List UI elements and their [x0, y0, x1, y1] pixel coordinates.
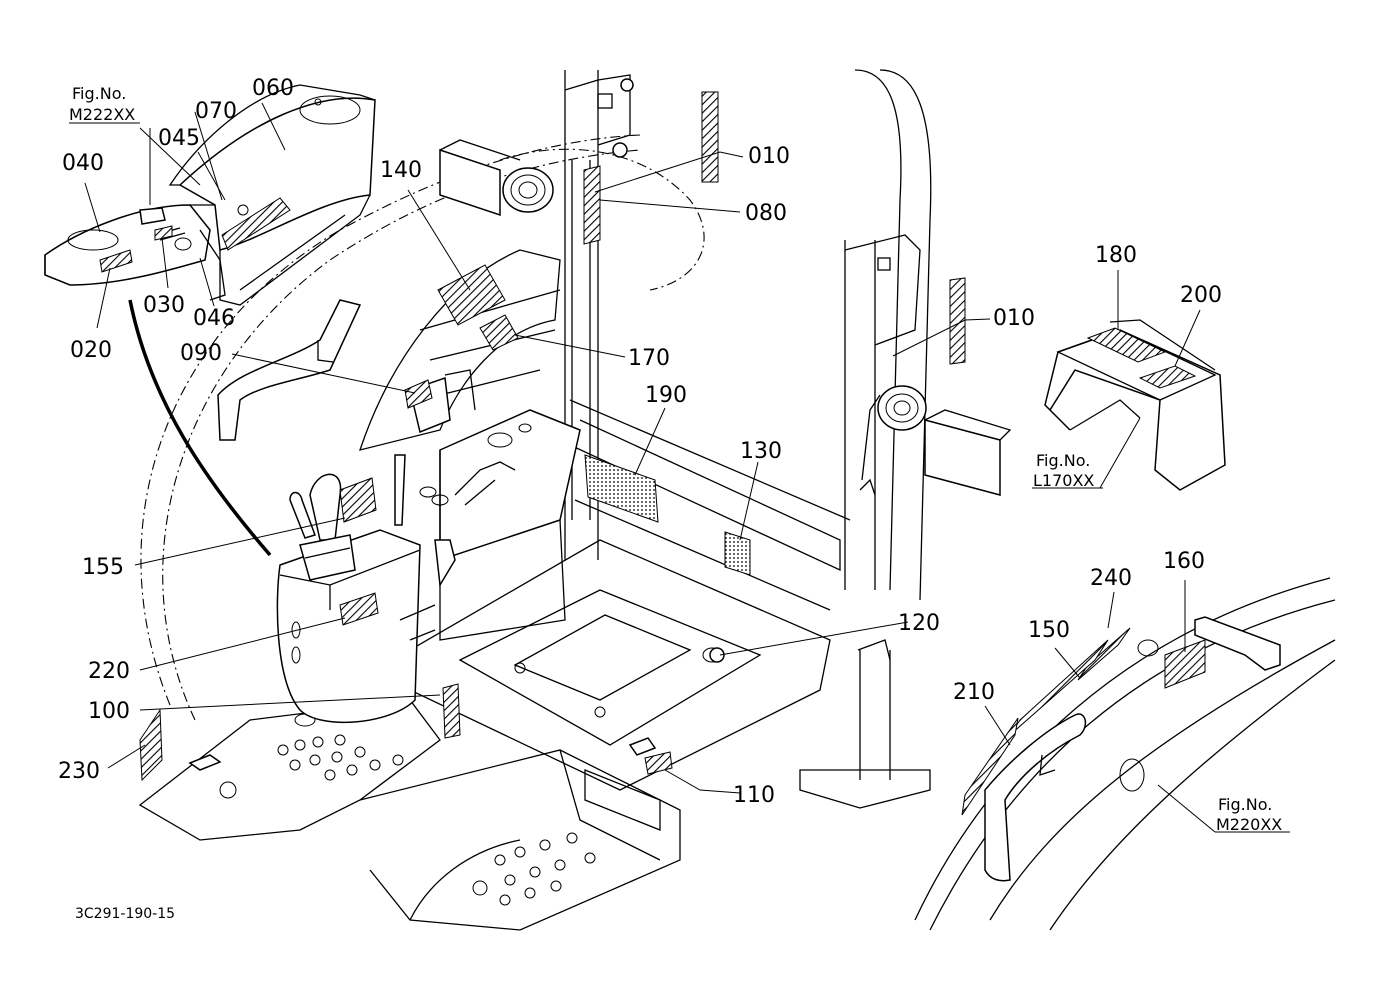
decal-240: [1077, 627, 1131, 681]
callout-046: 046: [193, 306, 235, 331]
decal-230: [139, 708, 163, 782]
decal-030: [154, 225, 173, 241]
decal-130: [724, 531, 751, 576]
leader-lines: [69, 102, 1290, 833]
left-console-joystick: [276, 454, 456, 724]
decal-010-a: [701, 91, 719, 183]
callout-130: 130: [740, 439, 782, 464]
floor-chassis: [138, 399, 851, 931]
figure-ref-l170: Fig.No. L170XX: [1033, 451, 1094, 490]
callout-070: 070: [195, 99, 237, 124]
decal-070: [221, 197, 291, 251]
fittings: [188, 394, 881, 771]
decal-140: [437, 264, 506, 326]
drawing-code: 3C291-190-15: [75, 906, 175, 922]
callout-labels: 060 070 045 040 020 030 046 010 080 010 …: [58, 76, 1222, 808]
grab-handle-left: [217, 299, 362, 441]
figure-ref-heading: Fig.No.: [72, 84, 126, 103]
callout-045: 045: [158, 126, 200, 151]
figure-ref-number: M222XX: [69, 105, 135, 124]
decal-155: [339, 477, 377, 523]
horn-left: [439, 139, 554, 217]
callout-240: 240: [1090, 566, 1132, 591]
decals: [99, 91, 966, 782]
figure-ref-heading: Fig.No.: [1036, 451, 1090, 470]
decal-080: [583, 165, 601, 245]
figure-ref-m220: Fig.No. M220XX: [1216, 795, 1282, 834]
callout-100: 100: [88, 699, 130, 724]
callout-210: 210: [953, 680, 995, 705]
right-console: [419, 409, 581, 641]
callout-010-a: 010: [748, 144, 790, 169]
callout-230: 230: [58, 759, 100, 784]
callout-155: 155: [82, 555, 124, 580]
callout-150: 150: [1028, 618, 1070, 643]
decal-190: [584, 454, 659, 523]
callout-180: 180: [1095, 243, 1137, 268]
detail-l170: [1044, 319, 1226, 491]
callout-200: 200: [1180, 283, 1222, 308]
callout-080: 080: [745, 201, 787, 226]
callout-110: 110: [733, 783, 775, 808]
cable-line: [128, 299, 272, 557]
rops-right-pillar: [799, 69, 932, 809]
callout-190: 190: [645, 383, 687, 408]
figure-ref-number: M220XX: [1216, 815, 1282, 834]
figure-ref-m222: Fig.No. M222XX: [69, 84, 135, 124]
decal-100: [442, 683, 461, 739]
decal-160: [1164, 639, 1206, 689]
decal-180: [1086, 327, 1167, 363]
decal-090: [404, 379, 433, 409]
detail-m220: [914, 577, 1336, 931]
callout-140: 140: [380, 158, 422, 183]
callout-020: 020: [70, 338, 112, 363]
decal-110: [644, 751, 673, 775]
callout-170: 170: [628, 346, 670, 371]
decal-020: [99, 249, 133, 273]
callout-090: 090: [180, 341, 222, 366]
horn-right: [877, 385, 1012, 496]
callout-220: 220: [88, 659, 130, 684]
callout-060: 060: [252, 76, 294, 101]
decal-170: [479, 314, 519, 351]
figure-ref-number: L170XX: [1033, 471, 1094, 490]
armrest-detail: [44, 84, 376, 306]
decal-200: [1138, 365, 1197, 389]
callout-040: 040: [62, 151, 104, 176]
decal-010-b: [949, 277, 966, 365]
callout-030: 030: [143, 293, 185, 318]
callout-120: 120: [898, 611, 940, 636]
callout-160: 160: [1163, 549, 1205, 574]
decal-210: [961, 717, 1019, 816]
callout-010-b: 010: [993, 306, 1035, 331]
figure-ref-heading: Fig.No.: [1218, 795, 1272, 814]
